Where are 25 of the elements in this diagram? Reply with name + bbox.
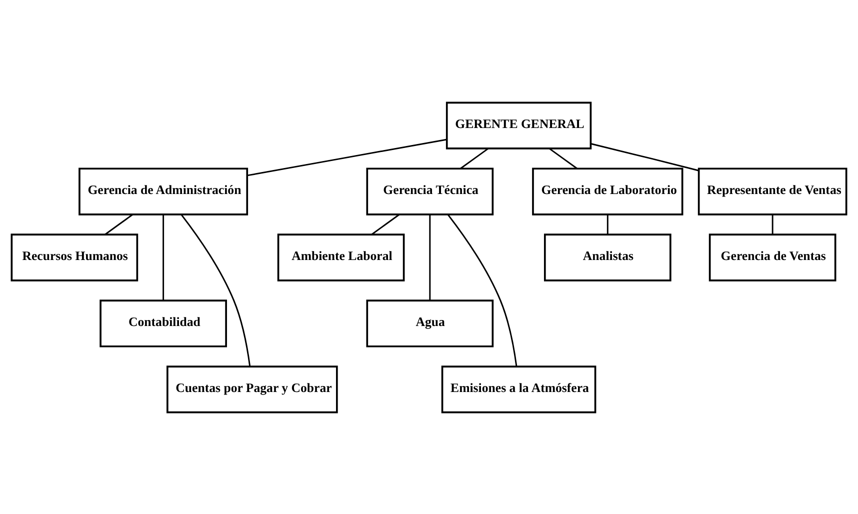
connector <box>460 147 489 169</box>
connector <box>371 213 400 235</box>
connector <box>180 214 251 366</box>
node-box: Gerencia de Ventas <box>708 233 836 281</box>
connector <box>447 214 518 366</box>
node-box: Recursos Humanos <box>10 233 138 281</box>
connector <box>104 213 134 235</box>
node-box: GERENTE GENERAL <box>446 101 592 149</box>
connector <box>429 214 431 300</box>
connector <box>772 214 774 234</box>
node-box: Agua <box>366 299 494 347</box>
connector <box>247 138 447 176</box>
node-box: Ambiente Laboral <box>277 233 405 281</box>
connector <box>162 214 164 300</box>
node-box: Contabilidad <box>100 299 227 347</box>
node-box: Gerencia de Administración <box>78 167 248 215</box>
node-box: Gerencia de Laboratorio <box>532 167 684 215</box>
node-box: Analistas <box>544 233 672 281</box>
connector <box>606 214 608 234</box>
node-box: Emisiones a la Atmósfera <box>441 365 596 413</box>
node-box: Gerencia Técnica <box>366 167 494 215</box>
connector <box>590 142 699 171</box>
connector <box>548 147 578 169</box>
node-box: Representante de Ventas <box>698 167 848 215</box>
node-box: Cuentas por Pagar y Cobrar <box>166 365 338 413</box>
